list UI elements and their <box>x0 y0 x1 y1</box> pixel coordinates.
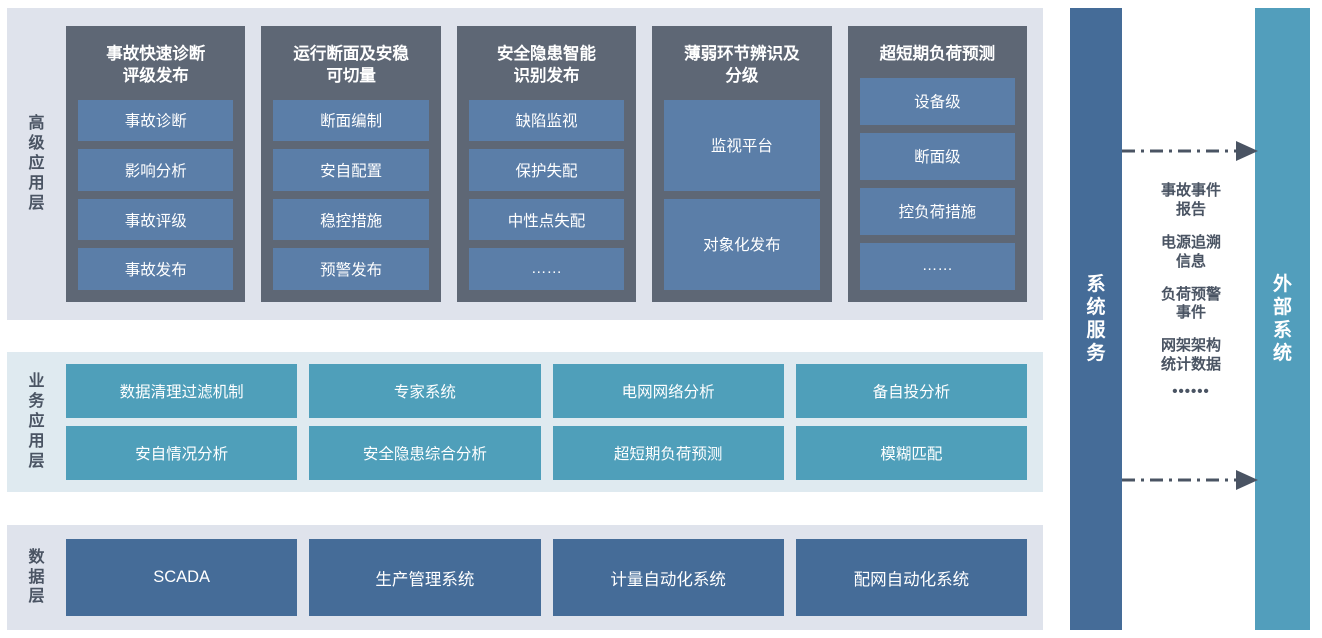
advanced-panel-accident-diagnosis[interactable]: 事故快速诊断 评级发布 事故诊断 影响分析 事故评级 事故发布 <box>66 26 246 302</box>
layer-label-char: 应 <box>28 155 45 173</box>
layer-label-char: 用 <box>28 432 45 450</box>
layer-label-char: 应 <box>28 413 45 431</box>
panel-item[interactable]: 事故诊断 <box>78 99 234 142</box>
side-label-char: 统 <box>1272 343 1292 365</box>
side-label-char: 统 <box>1086 296 1106 318</box>
business-layer-label: 业 务 应 用 层 <box>7 352 66 492</box>
flow-arrow-bottom <box>1122 469 1262 491</box>
business-item-grid: 数据清理过滤机制 专家系统 电网网络分析 备自投分析 安自情况分析 安全隐患综合… <box>66 352 1043 492</box>
external-system-bar[interactable]: 外 部 系 统 <box>1255 8 1310 630</box>
business-item[interactable]: 数据清理过滤机制 <box>66 364 298 418</box>
layer-label-char: 层 <box>28 194 45 212</box>
data-source-item[interactable]: SCADA <box>66 539 298 616</box>
panel-item[interactable]: 监视平台 <box>664 99 820 191</box>
layer-label-char: 层 <box>28 588 45 606</box>
layer-label-char: 务 <box>28 393 45 411</box>
data-source-item[interactable]: 生产管理系统 <box>309 539 541 616</box>
panel-item-list: 缺陷监视 保护失配 中性点失配 …… <box>468 99 625 291</box>
layer-label-char: 用 <box>28 174 45 192</box>
layer-label-char: 数 <box>28 548 45 566</box>
panel-item-list: 监视平台 对象化发布 <box>664 99 820 290</box>
business-application-layer: 业 务 应 用 层 数据清理过滤机制 专家系统 电网网络分析 备自投分析 安自情… <box>7 352 1043 492</box>
business-item[interactable]: 备自投分析 <box>795 364 1027 418</box>
flow-label: 电源追溯 信息 <box>1160 233 1221 270</box>
flow-label-ellipsis: •••••• <box>1172 383 1210 401</box>
business-item[interactable]: 电网网络分析 <box>552 364 784 418</box>
data-layer-label: 数 据 层 <box>7 525 66 630</box>
side-label-char: 部 <box>1272 296 1292 318</box>
flow-label: 事故事件 报告 <box>1160 182 1221 218</box>
data-layer: 数 据 层 SCADA 生产管理系统 计量自动化系统 配网自动化系统 <box>7 525 1043 630</box>
layer-label-char: 高 <box>28 115 45 133</box>
flow-label-group: 事故事件 报告 电源追溯 信息 负荷预警 事件 网架架构 统计数据 •••••• <box>1128 182 1254 402</box>
panel-item-list: 事故诊断 影响分析 事故评级 事故发布 <box>78 99 234 291</box>
side-label-char: 外 <box>1272 273 1292 295</box>
panel-title: 薄弱环节辨识及 分级 <box>684 45 800 85</box>
panel-item[interactable]: …… <box>859 242 1016 291</box>
panel-item[interactable]: 影响分析 <box>78 149 234 191</box>
panel-item[interactable]: 对象化发布 <box>664 198 820 290</box>
panel-item[interactable]: 安自配置 <box>273 149 429 191</box>
panel-item[interactable]: …… <box>468 248 625 291</box>
advanced-panel-group: 事故快速诊断 评级发布 事故诊断 影响分析 事故评级 事故发布 运行断面及安稳 … <box>66 8 1043 320</box>
layer-label-char: 业 <box>28 373 45 391</box>
data-source-item[interactable]: 计量自动化系统 <box>552 539 784 616</box>
panel-item[interactable]: 中性点失配 <box>468 198 625 241</box>
panel-item-list: 断面编制 安自配置 稳控措施 预警发布 <box>273 99 429 291</box>
data-source-item[interactable]: 配网自动化系统 <box>795 539 1027 616</box>
panel-item[interactable]: 设备级 <box>859 77 1016 125</box>
panel-title: 安全隐患智能 识别发布 <box>497 45 597 85</box>
system-service-bar[interactable]: 系 统 服 务 <box>1070 8 1122 630</box>
layer-label-char: 层 <box>28 452 45 470</box>
layer-label-char: 级 <box>28 135 45 153</box>
advanced-application-layer: 高 级 应 用 层 事故快速诊断 评级发布 事故诊断 影响分析 事故评级 事故发… <box>7 8 1043 320</box>
panel-item[interactable]: 稳控措施 <box>273 198 429 241</box>
panel-item[interactable]: 控负荷措施 <box>859 187 1016 235</box>
panel-item[interactable]: 缺陷监视 <box>468 99 625 142</box>
layer-label-char: 据 <box>28 568 45 586</box>
advanced-panel-load-forecast[interactable]: 超短期负荷预测 设备级 断面级 控负荷措施 …… <box>847 26 1028 302</box>
side-label-char: 服 <box>1086 320 1106 341</box>
panel-item[interactable]: 事故评级 <box>78 198 234 241</box>
panel-title: 超短期负荷预测 <box>879 45 996 63</box>
advanced-panel-operating-section[interactable]: 运行断面及安稳 可切量 断面编制 安自配置 稳控措施 预警发布 <box>261 26 441 302</box>
business-item[interactable]: 超短期负荷预测 <box>552 426 784 480</box>
side-label-char: 系 <box>1272 320 1292 341</box>
dash-dot-arrow-icon <box>1122 141 1258 161</box>
external-system-label: 外 部 系 统 <box>1273 273 1292 366</box>
panel-title: 运行断面及安稳 可切量 <box>293 45 409 85</box>
side-label-char: 务 <box>1086 343 1106 365</box>
data-item-grid: SCADA 生产管理系统 计量自动化系统 配网自动化系统 <box>66 525 1043 630</box>
flow-label: 负荷预警 事件 <box>1160 285 1221 322</box>
system-service-label: 系 统 服 务 <box>1086 273 1105 366</box>
flow-label: 网架架构 统计数据 <box>1160 337 1221 374</box>
panel-item[interactable]: 断面编制 <box>273 99 429 142</box>
side-label-char: 系 <box>1086 273 1106 295</box>
business-item[interactable]: 专家系统 <box>309 364 541 418</box>
advanced-panel-safety-hazard[interactable]: 安全隐患智能 识别发布 缺陷监视 保护失配 中性点失配 …… <box>456 26 637 302</box>
panel-item[interactable]: 保护失配 <box>468 149 625 191</box>
panel-title: 事故快速诊断 评级发布 <box>106 45 206 85</box>
panel-item[interactable]: 预警发布 <box>273 248 429 291</box>
business-item[interactable]: 模糊匹配 <box>795 426 1027 480</box>
business-item[interactable]: 安自情况分析 <box>66 426 298 480</box>
business-item[interactable]: 安全隐患综合分析 <box>309 426 541 480</box>
advanced-layer-label: 高 级 应 用 层 <box>7 8 66 320</box>
advanced-panel-weak-link[interactable]: 薄弱环节辨识及 分级 监视平台 对象化发布 <box>652 26 832 302</box>
panel-item[interactable]: 断面级 <box>859 132 1016 180</box>
panel-item[interactable]: 事故发布 <box>78 248 234 291</box>
flow-arrow-top <box>1122 140 1262 162</box>
panel-item-list: 设备级 断面级 控负荷措施 …… <box>859 77 1016 291</box>
dash-dot-arrow-icon <box>1122 470 1258 490</box>
